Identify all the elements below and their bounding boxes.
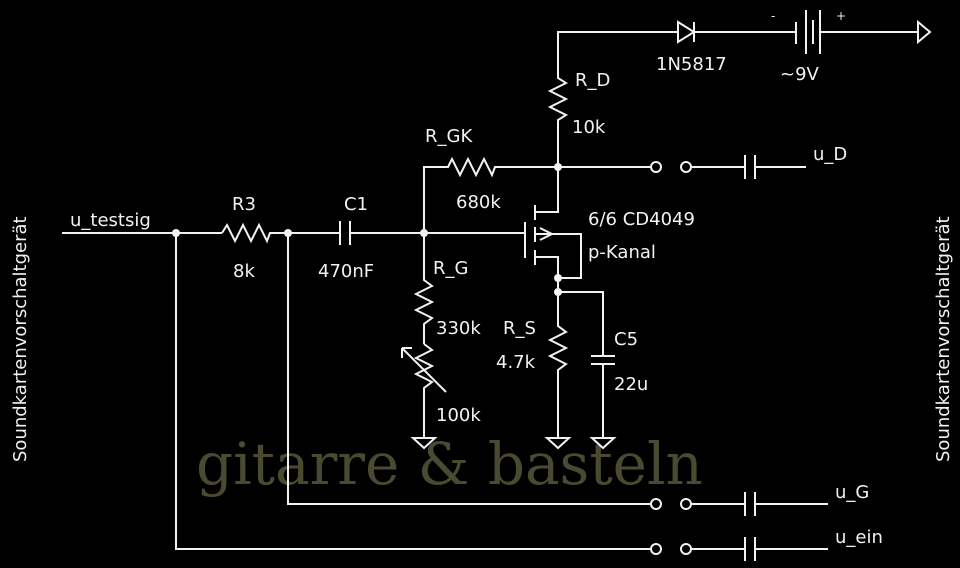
c5-value: 22u	[614, 374, 648, 395]
label-u-ein: u_ein	[835, 527, 883, 548]
battery-minus: -	[771, 9, 775, 23]
capacitor-c1	[288, 221, 424, 245]
test-terminal-g-1[interactable]	[650, 498, 662, 510]
label-u-d: u_D	[813, 144, 847, 165]
ground-icon	[410, 437, 438, 450]
test-terminal-d-1[interactable]	[650, 161, 662, 173]
r-d-name: R_D	[575, 70, 610, 91]
output-u-g	[287, 233, 828, 516]
resistor-r-s	[547, 278, 569, 438]
output-u-ein	[175, 233, 828, 561]
battery-value: ~9V	[780, 64, 820, 85]
label-u-testsig: u_testsig	[70, 210, 151, 231]
resistor-r-d	[547, 31, 678, 167]
c5-name: C5	[614, 329, 638, 350]
resistor-r3	[221, 222, 288, 244]
r-gk-name: R_GK	[425, 126, 473, 147]
r-d-value: 10k	[572, 117, 606, 138]
r-gk-value: 680k	[456, 192, 501, 213]
c1-value: 470nF	[318, 261, 374, 282]
battery-plus: +	[836, 9, 846, 23]
capacitor-c5	[558, 291, 615, 438]
pot-value: 100k	[436, 405, 481, 426]
mosfet-name: 6/6 CD4049	[588, 209, 695, 230]
test-terminal-g-2[interactable]	[680, 498, 692, 510]
r3-value: 8k	[233, 261, 255, 282]
test-terminal-d-2[interactable]	[680, 161, 692, 173]
output-u-d	[558, 155, 806, 179]
c1-name: C1	[344, 194, 368, 215]
mosfet-p-channel	[524, 167, 582, 279]
battery	[795, 10, 932, 54]
test-terminal-ein-2[interactable]	[680, 543, 692, 555]
ground-icon	[589, 437, 617, 450]
resistor-r-g	[413, 233, 435, 344]
r3-name: R3	[232, 194, 256, 215]
r-s-value: 4.7k	[496, 352, 536, 373]
diode-1n5817	[677, 20, 796, 44]
test-terminal-ein-1[interactable]	[650, 543, 662, 555]
watermark: gitarre & basteln	[196, 430, 703, 498]
resistor-r-gk	[423, 156, 558, 233]
mosfet-type: p-Kanal	[588, 242, 656, 263]
ground-icon	[544, 437, 572, 450]
side-label-right: Soundkartenvorschaltgerät	[933, 216, 954, 462]
label-u-g: u_G	[835, 482, 869, 503]
r-s-name: R_S	[503, 318, 536, 339]
r-g-name: R_G	[433, 258, 468, 279]
potentiometer	[401, 343, 447, 438]
diode-name: 1N5817	[656, 54, 727, 75]
side-label-left: Soundkartenvorschaltgerät	[10, 216, 31, 462]
r-g-value: 330k	[436, 318, 481, 339]
